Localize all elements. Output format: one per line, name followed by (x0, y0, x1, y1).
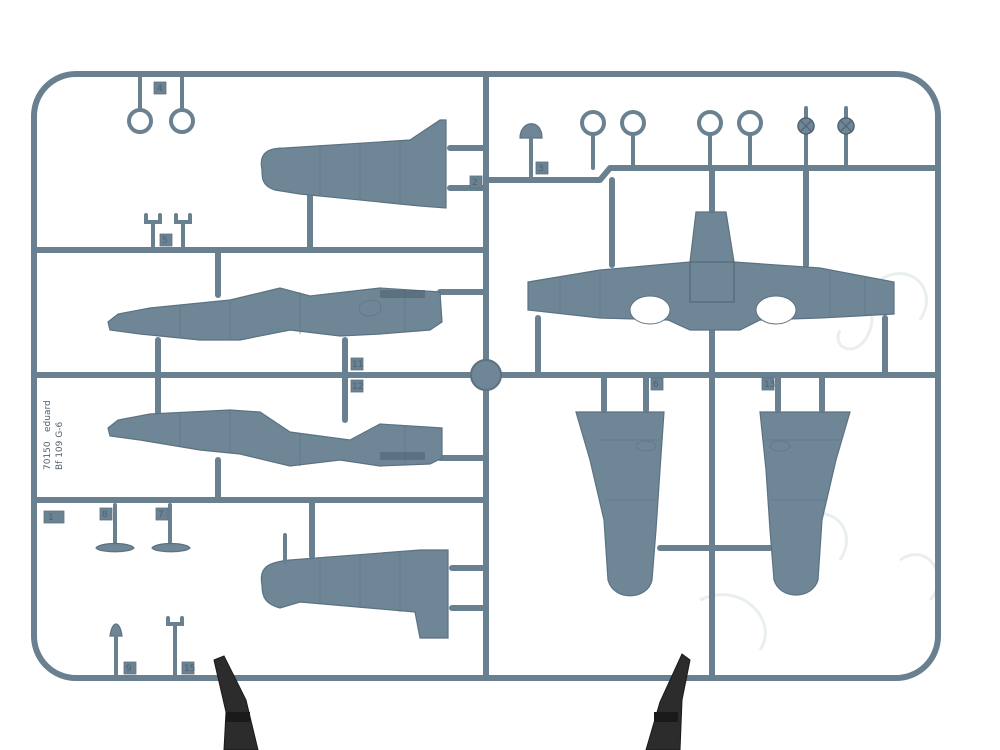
sprue-hub (470, 359, 502, 391)
clamp-right (645, 653, 691, 750)
part-number-label: 12 (352, 382, 363, 392)
small-lever-parts: 8 7 (95, 503, 191, 553)
part-number-label: 4 (157, 84, 163, 94)
part-number-label: 2 (472, 178, 478, 188)
part-number-label: 5 (162, 236, 168, 246)
engraving-model: Bf 109 G-6 (55, 422, 65, 470)
fuselage-half-right (107, 409, 443, 467)
part-number-label: 9 (126, 664, 132, 674)
ring-parts-top-right (580, 110, 763, 170)
engraving-code: 70150 (43, 441, 53, 470)
clamp-left (213, 655, 259, 750)
part-number-label: 11 (352, 360, 363, 370)
fuselage-half-left (107, 287, 443, 341)
part-number-label: 13 (764, 380, 775, 390)
wing-lower-right-part: 13 (759, 377, 851, 596)
wing-lower-left-part: 6 (575, 377, 665, 597)
small-cockpit-part: 3 (519, 123, 549, 182)
part-number-label: 15 (184, 664, 195, 674)
ring-parts-top-left: 4 (127, 76, 195, 134)
wheel-hub-parts (797, 106, 855, 170)
part-number-label: 7 (158, 510, 164, 520)
part-number-label: 8 (102, 510, 108, 520)
sprue-engraving: 70150 eduard Bf 109 G-6 (43, 400, 65, 470)
wing-center-part (527, 211, 895, 331)
fuselage-upper-part: 2 (260, 119, 483, 209)
small-pin-parts: 9 15 (109, 616, 195, 680)
part-number-label: 3 (538, 164, 544, 174)
engraving-brand: eduard (43, 400, 53, 432)
part-number-label: 6 (653, 380, 659, 390)
fuselage-lower-part (260, 533, 449, 639)
part-number-tags-middle: 11 12 1 (43, 357, 363, 524)
part-number-label: 1 (48, 513, 54, 523)
small-fork-parts: 5 (144, 213, 192, 252)
